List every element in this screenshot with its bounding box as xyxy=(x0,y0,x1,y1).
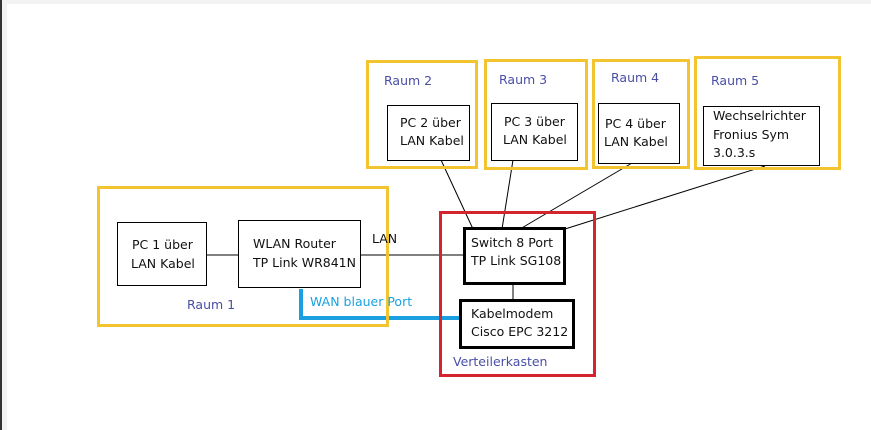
room-5-label: Raum 5 xyxy=(711,73,760,88)
pc1-line2: LAN Kabel xyxy=(131,256,195,271)
inverter-line2: Fronius Sym xyxy=(713,127,790,142)
window-top-bar xyxy=(0,0,871,4)
pc2-line2: LAN Kabel xyxy=(400,133,464,148)
wire-pc2-switch xyxy=(440,159,474,230)
distribution-cabinet-frame xyxy=(439,211,596,377)
router-line1: WLAN Router xyxy=(253,236,336,251)
pc1-box[interactable]: PC 1 über LAN Kabel xyxy=(117,222,207,286)
lan-label: LAN xyxy=(372,231,398,246)
router-line2: TP Link WR841N xyxy=(253,255,356,270)
room-2-label: Raum 2 xyxy=(384,73,433,88)
wire-inverter-switch xyxy=(564,165,766,230)
room-5-frame xyxy=(694,56,841,170)
modem-line1: Kabelmodem xyxy=(471,306,554,321)
pc4-line1: PC 4 über xyxy=(605,116,666,131)
wire-pc3-switch xyxy=(501,159,514,230)
pc2-line1: PC 2 über xyxy=(400,115,461,130)
switch-line2: TP Link SG108 xyxy=(471,253,562,268)
inverter-box[interactable]: Wechselrichter Fronius Sym 3.0.3.s xyxy=(703,106,820,166)
room-1-frame xyxy=(97,186,389,327)
room-3-label: Raum 3 xyxy=(499,72,548,87)
pc1-line1: PC 1 über xyxy=(132,237,193,252)
inverter-line1: Wechselrichter xyxy=(713,108,806,123)
router-box[interactable]: WLAN Router TP Link WR841N xyxy=(238,220,361,288)
modem-line2: Cisco EPC 3212 xyxy=(471,324,569,339)
distribution-cabinet-label: Verteilerkasten xyxy=(453,354,548,369)
switch-line1: Switch 8 Port xyxy=(471,235,554,250)
modem-box[interactable]: Kabelmodem Cisco EPC 3212 xyxy=(459,299,575,349)
pc3-line2: LAN Kabel xyxy=(503,132,567,147)
wire-pc4-switch xyxy=(519,162,633,230)
room-2-frame xyxy=(366,60,478,169)
room-3-frame xyxy=(484,59,588,170)
wan-label: WAN blauer Port xyxy=(310,294,413,309)
wire-wan-router-modem xyxy=(299,289,461,320)
pc3-box[interactable]: PC 3 über LAN Kabel xyxy=(491,103,578,161)
room-4-label: Raum 4 xyxy=(611,70,660,85)
pc4-box[interactable]: PC 4 über LAN Kabel xyxy=(598,103,680,164)
pc3-line1: PC 3 über xyxy=(504,114,565,129)
room-4-frame xyxy=(592,59,690,169)
room-1-label: Raum 1 xyxy=(187,297,236,312)
inverter-line3: 3.0.3.s xyxy=(713,145,756,160)
pc4-line2: LAN Kabel xyxy=(604,134,668,149)
pc2-box[interactable]: PC 2 über LAN Kabel xyxy=(387,105,470,161)
switch-box[interactable]: Switch 8 Port TP Link SG108 xyxy=(463,227,566,285)
window-left-margin xyxy=(2,0,7,430)
window-left-border xyxy=(0,0,2,430)
